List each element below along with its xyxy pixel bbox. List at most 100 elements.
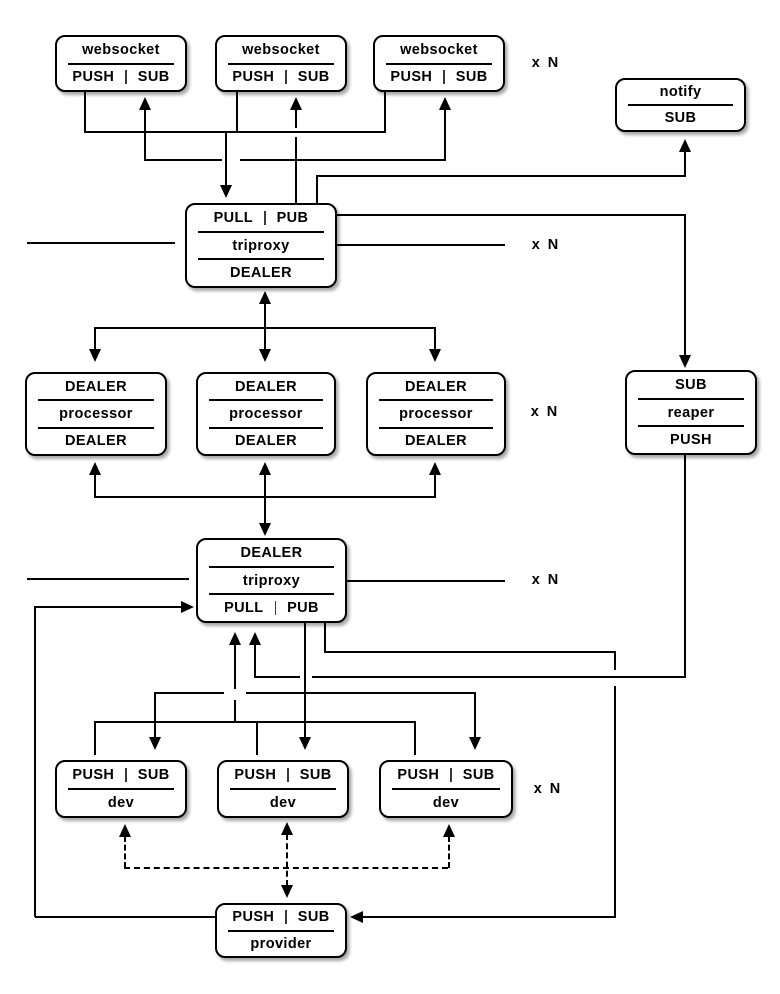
edge-line bbox=[234, 700, 236, 722]
node-title: processor bbox=[59, 405, 133, 422]
node-title: reaper bbox=[667, 404, 715, 421]
node-title: notify bbox=[659, 84, 702, 100]
port-separator bbox=[285, 910, 287, 925]
repeat-label-triproxy-top: x N bbox=[531, 237, 561, 253]
edge-line bbox=[312, 676, 686, 678]
node-title: processor bbox=[229, 405, 303, 422]
arrowhead-icon bbox=[429, 462, 441, 475]
edge-line bbox=[34, 606, 182, 608]
edge-line bbox=[337, 244, 505, 246]
divider bbox=[209, 426, 323, 429]
node-dev-3: PUSH SUB dev bbox=[379, 760, 513, 818]
edge-line bbox=[94, 721, 416, 723]
node-websocket-1: websocket PUSH SUB bbox=[55, 35, 187, 92]
arrowhead-icon bbox=[181, 601, 194, 613]
ports-row: PUSH SUB bbox=[217, 65, 345, 91]
arrowhead-icon bbox=[350, 911, 363, 923]
arrowhead-icon bbox=[439, 97, 451, 110]
node-provider: PUSH SUB provider bbox=[215, 903, 347, 958]
node-title: websocket bbox=[82, 41, 160, 58]
node-title: dev bbox=[269, 795, 297, 811]
node-processor-2: DEALER processor DEALER bbox=[196, 372, 336, 456]
port-pull: PULL bbox=[213, 209, 254, 226]
edge-line bbox=[94, 327, 96, 350]
arrowhead-icon bbox=[679, 355, 691, 368]
repeat-label-processors: x N bbox=[530, 404, 560, 420]
arrowhead-icon bbox=[249, 632, 261, 645]
ports-row: PULL PUB bbox=[198, 595, 345, 621]
divider bbox=[228, 929, 334, 932]
ports-row: PUSH SUB bbox=[57, 762, 185, 788]
edge-line bbox=[474, 692, 476, 738]
repeat-label-devs: x N bbox=[533, 781, 563, 797]
node-processor-1: DEALER processor DEALER bbox=[25, 372, 167, 456]
arrowhead-icon bbox=[220, 185, 232, 198]
edge-line bbox=[614, 651, 616, 670]
port-sub: SUB bbox=[137, 69, 170, 86]
port-sub: SUB bbox=[675, 376, 707, 393]
edge-line bbox=[324, 623, 326, 652]
edge-line bbox=[684, 455, 686, 676]
edge-line bbox=[295, 137, 297, 203]
arrowhead-icon bbox=[259, 462, 271, 475]
node-title: websocket bbox=[400, 41, 478, 58]
edge-line bbox=[304, 623, 306, 738]
port-push: PUSH bbox=[670, 432, 712, 449]
edge-line-dashed bbox=[124, 867, 448, 869]
port-dealer-top: DEALER bbox=[64, 378, 127, 395]
port-separator bbox=[450, 768, 452, 782]
arrowhead-icon bbox=[139, 97, 151, 110]
port-pull: PULL bbox=[224, 600, 264, 617]
node-triproxy-bottom: DEALER triproxy PULL PUB bbox=[196, 538, 347, 623]
edge-line bbox=[94, 474, 96, 497]
edge-line bbox=[236, 92, 238, 132]
edge-line bbox=[234, 644, 236, 689]
divider bbox=[198, 230, 324, 233]
edge-line bbox=[684, 214, 686, 356]
edge-line bbox=[254, 644, 256, 676]
arrowhead-icon bbox=[679, 139, 691, 152]
edge-line bbox=[434, 474, 436, 497]
edge-line bbox=[246, 692, 476, 694]
arrowhead-icon bbox=[89, 462, 101, 475]
port-dealer-top: DEALER bbox=[404, 378, 467, 395]
edge-line bbox=[684, 151, 686, 177]
port-push: PUSH bbox=[234, 767, 277, 783]
port-separator bbox=[274, 601, 277, 616]
port-push: PUSH bbox=[232, 909, 275, 926]
port-sub: SUB bbox=[297, 909, 330, 926]
divider bbox=[392, 788, 500, 790]
node-reaper: SUB reaper PUSH bbox=[625, 370, 757, 455]
edge-line-dashed bbox=[448, 836, 450, 868]
arrowhead-icon bbox=[469, 737, 481, 750]
node-title: websocket bbox=[242, 41, 320, 58]
ports-row: PUSH SUB bbox=[381, 762, 511, 788]
edge-line bbox=[144, 159, 222, 161]
divider bbox=[68, 62, 174, 65]
port-separator bbox=[125, 768, 127, 782]
port-pub: PUB bbox=[287, 600, 319, 617]
port-pub: PUB bbox=[276, 209, 309, 226]
port-sub: SUB bbox=[664, 110, 697, 126]
node-triproxy-top: PULL PUB triproxy DEALER bbox=[185, 203, 337, 288]
ports-row: PULL PUB bbox=[187, 205, 335, 231]
edge-line bbox=[256, 721, 258, 755]
arrowhead-icon bbox=[443, 824, 455, 837]
node-websocket-3: websocket PUSH SUB bbox=[373, 35, 505, 92]
port-separator bbox=[443, 70, 445, 85]
arrowhead-icon bbox=[259, 349, 271, 362]
arrowhead-icon bbox=[229, 632, 241, 645]
port-separator bbox=[287, 768, 289, 782]
node-dev-1: PUSH SUB dev bbox=[55, 760, 187, 818]
port-push: PUSH bbox=[390, 69, 433, 86]
divider bbox=[386, 62, 492, 65]
node-title: dev bbox=[432, 795, 460, 811]
edge-line bbox=[414, 721, 416, 755]
node-title: provider bbox=[250, 935, 312, 952]
port-dealer-bottom: DEALER bbox=[234, 433, 297, 450]
ports-row: PUSH SUB bbox=[219, 762, 347, 788]
port-separator bbox=[285, 70, 287, 85]
node-notify: notify SUB bbox=[615, 78, 746, 132]
port-sub: SUB bbox=[455, 69, 488, 86]
arrowhead-icon bbox=[149, 737, 161, 750]
